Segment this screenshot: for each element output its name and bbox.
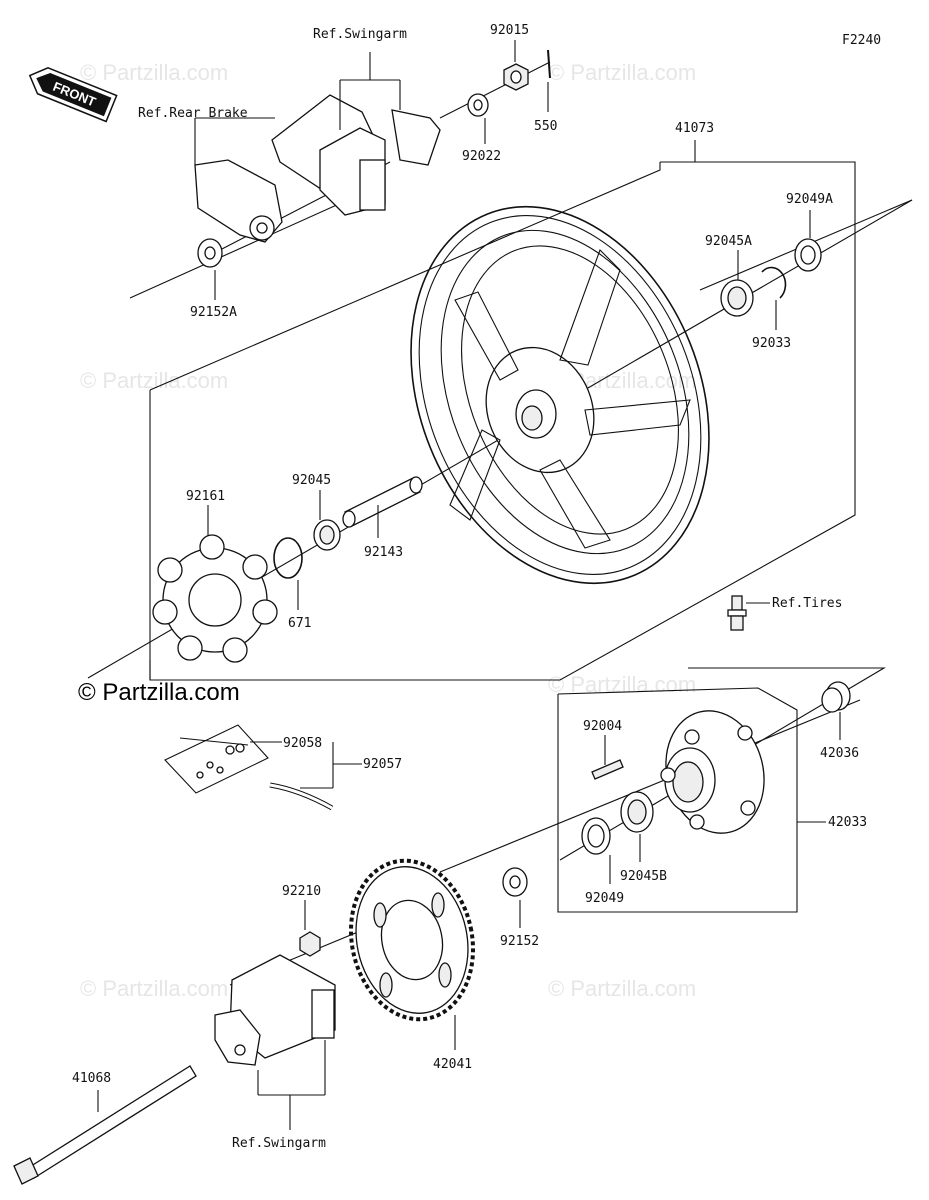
damper-92161: 92161	[152, 489, 278, 663]
label-92057: 92057	[363, 757, 402, 772]
watermark-text: © Partzilla.com	[548, 976, 696, 1001]
label-42033: 42033	[828, 815, 867, 830]
swingarm-bracket-top: Ref.Swingarm	[271, 27, 441, 216]
collar-92152: 92152	[500, 867, 539, 949]
label-92152A: 92152A	[190, 305, 237, 320]
collar-92152A: 92152A	[190, 238, 237, 320]
watermark-text: © Partzilla.com	[548, 60, 696, 85]
label-92049: 92049	[585, 891, 624, 906]
collar-42036: 42036	[820, 681, 859, 761]
label-42036: 42036	[820, 746, 859, 761]
label-92045: 92045	[292, 473, 331, 488]
watermark-text: © Partzilla.com	[80, 368, 228, 393]
watermarks: © Partzilla.com © Partzilla.com © Partzi…	[80, 60, 696, 1001]
label-ref-rear-brake: Ref.Rear Brake	[138, 106, 248, 121]
label-92210: 92210	[282, 884, 321, 899]
label-92045A: 92045A	[705, 234, 752, 249]
diagram-code: F2240	[842, 33, 881, 48]
bearing-92045B: 92045B	[620, 791, 667, 884]
label-ref-swingarm-bottom: Ref.Swingarm	[232, 1136, 326, 1151]
chain-92057: 92058 92057	[164, 724, 402, 811]
nut-92210: 92210	[282, 884, 321, 957]
label-92058: 92058	[283, 736, 322, 751]
label-92004: 92004	[583, 719, 622, 734]
label-671: 671	[288, 616, 311, 631]
oring-671: 671	[273, 537, 311, 631]
label-92143: 92143	[364, 545, 403, 560]
label-92022: 92022	[462, 149, 501, 164]
label-92152: 92152	[500, 934, 539, 949]
watermark-text: © Partzilla.com	[548, 672, 696, 697]
label-92033: 92033	[752, 336, 791, 351]
label-92049A: 92049A	[786, 192, 833, 207]
watermark-text: © Partzilla.com	[80, 976, 228, 1001]
label-ref-swingarm-top: Ref.Swingarm	[313, 27, 407, 42]
axle-41068: 41068	[13, 1065, 197, 1185]
label-42041: 42041	[433, 1057, 472, 1072]
tire-valve: Ref.Tires	[727, 595, 842, 631]
label-41068: 41068	[72, 1071, 111, 1086]
stud-92004: 92004	[583, 719, 624, 780]
rear-brake-bracket: Ref.Rear Brake	[138, 106, 283, 243]
coupling-42033: 42033	[660, 710, 867, 834]
label-550: 550	[534, 119, 557, 134]
watermark-text: © Partzilla.com	[80, 60, 228, 85]
label-92015: 92015	[490, 23, 529, 38]
seal-92049A: 92049A	[786, 192, 833, 272]
circlip-92033: 92033	[752, 266, 791, 351]
label-92161: 92161	[186, 489, 225, 504]
swingarm-bracket-bottom: Ref.Swingarm	[214, 954, 336, 1151]
bearing-92045A: 92045A	[705, 234, 754, 317]
seal-92049: 92049	[581, 817, 624, 906]
label-ref-tires: Ref.Tires	[772, 596, 842, 611]
bearing-92045: 92045	[292, 473, 341, 551]
copyright-text: © Partzilla.com	[78, 679, 240, 706]
rear-wheel-41073: 41073	[410, 121, 714, 585]
label-41073: 41073	[675, 121, 714, 136]
wheel-assembly-box	[149, 161, 856, 681]
axle-nut-group: 92015 550 92022	[462, 23, 557, 164]
spacer-92143: 92143	[342, 476, 423, 560]
label-92045B: 92045B	[620, 869, 667, 884]
sprocket-42041: 42041	[348, 858, 476, 1072]
